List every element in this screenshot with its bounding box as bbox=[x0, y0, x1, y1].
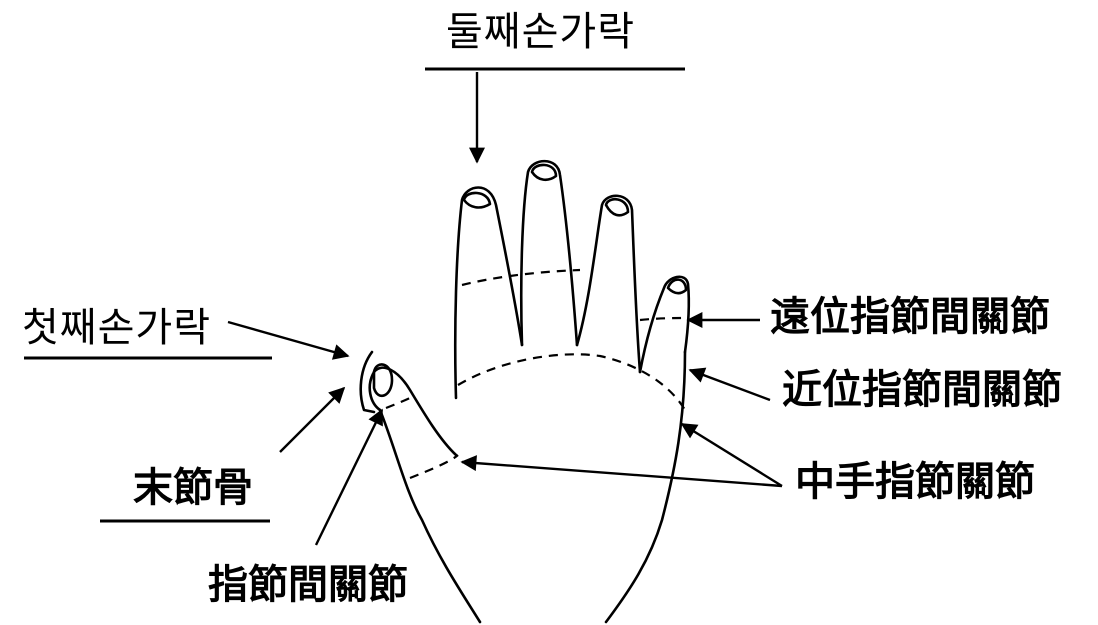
mcp-joint-arrow-ulnar bbox=[680, 422, 783, 488]
ring-finger bbox=[575, 194, 642, 374]
distal-phalanx-label: 末節骨 bbox=[133, 465, 253, 511]
little-finger bbox=[638, 275, 691, 374]
pip-joint-label: 近位指節間關節 bbox=[782, 367, 1062, 413]
interphalangeal-joint-label: 指節間關節 bbox=[208, 562, 408, 608]
ip-joint-arrow bbox=[314, 408, 384, 546]
distal-phalanx-arrow bbox=[279, 386, 346, 453]
little-nail bbox=[666, 278, 688, 295]
second-finger-label: 둘째손가락 bbox=[446, 9, 635, 55]
first-finger-arrow bbox=[227, 320, 350, 360]
mcp-joint-arrow-palm bbox=[460, 455, 783, 488]
mcp-thumb-line bbox=[409, 454, 459, 480]
ip-thumb-line bbox=[385, 395, 415, 410]
index-finger bbox=[453, 186, 524, 400]
middle-finger bbox=[519, 159, 579, 347]
forearm-edge bbox=[378, 408, 482, 624]
first-finger-label: 첫째손가락 bbox=[22, 305, 211, 351]
middle-nail bbox=[530, 163, 558, 182]
mcp-joint-label: 中手指節關節 bbox=[795, 459, 1035, 505]
thumb bbox=[368, 366, 458, 457]
thumb-nail bbox=[372, 363, 394, 398]
ring-nail bbox=[604, 198, 630, 217]
dip-joint-line-little bbox=[639, 316, 689, 322]
thumb-tip-back bbox=[359, 350, 376, 414]
pip-joint-line bbox=[457, 353, 686, 411]
arrows bbox=[227, 72, 783, 546]
index-nail bbox=[462, 191, 492, 209]
palm-edge bbox=[604, 350, 687, 624]
pip-joint-arrow bbox=[688, 367, 771, 402]
dip-joint-label: 遠位指節間關節 bbox=[770, 294, 1050, 340]
joint-lines bbox=[385, 268, 689, 480]
hand-outline bbox=[359, 159, 691, 624]
dip-joint-line bbox=[461, 268, 581, 287]
